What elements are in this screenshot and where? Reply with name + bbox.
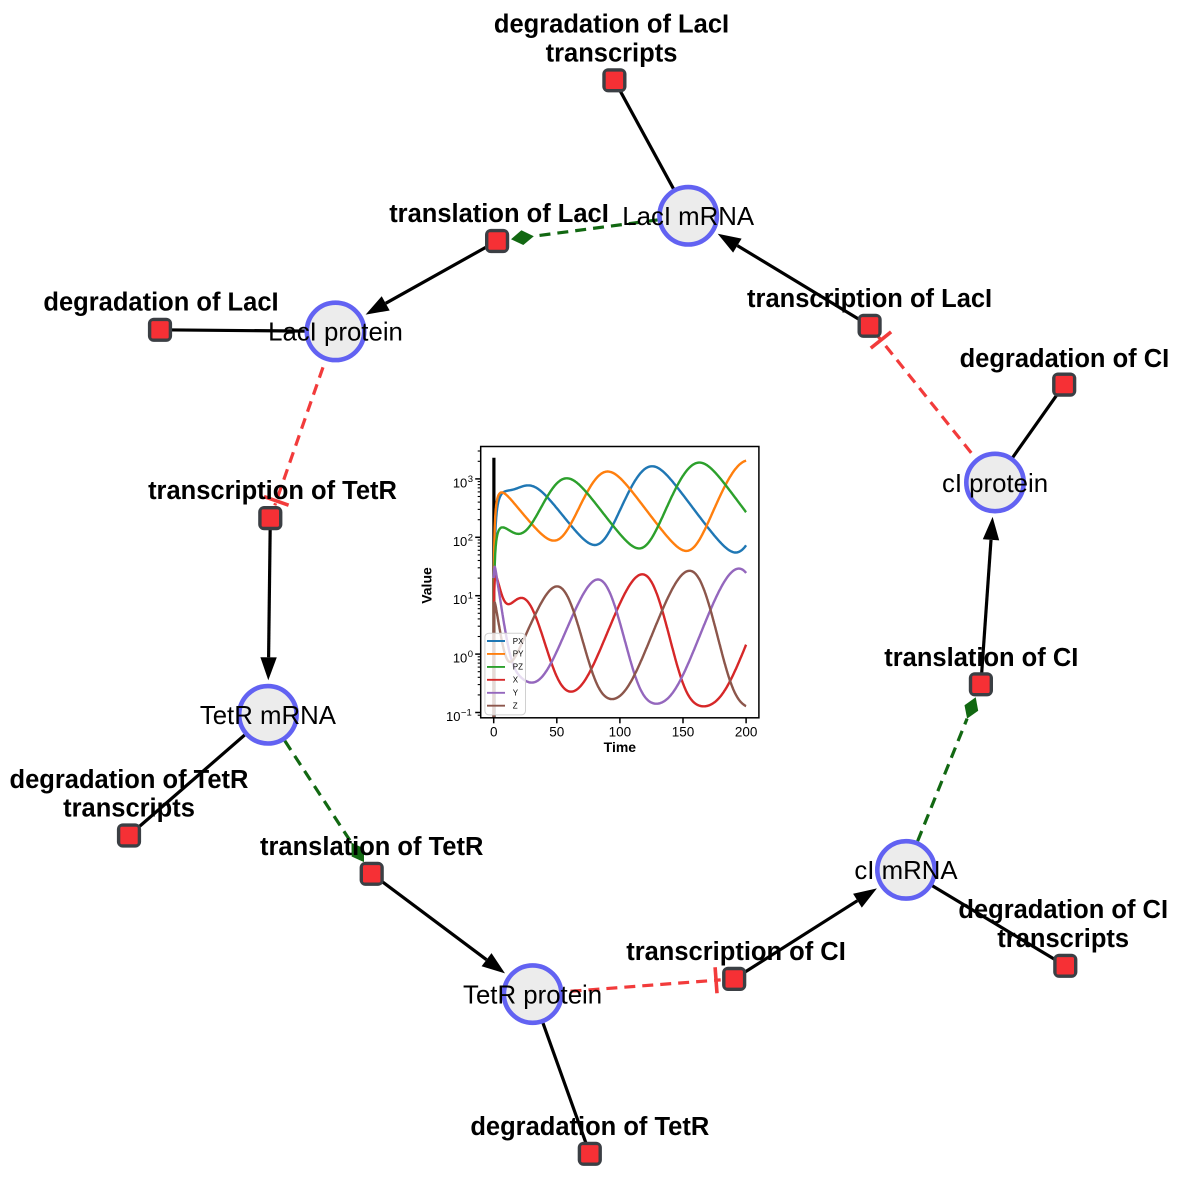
svg-text:transcripts: transcripts — [997, 925, 1129, 953]
svg-text:10: 10 — [453, 651, 467, 666]
svg-text:degradation of LacI: degradation of LacI — [43, 288, 278, 316]
svg-text:10: 10 — [453, 592, 467, 607]
svg-text:LacI protein: LacI protein — [268, 319, 403, 347]
svg-text:200: 200 — [735, 724, 758, 739]
svg-text:translation of TetR: translation of TetR — [260, 833, 483, 861]
svg-text:LacI mRNA: LacI mRNA — [622, 203, 755, 231]
svg-text:transcription of CI: transcription of CI — [626, 938, 846, 966]
svg-text:translation of CI: translation of CI — [884, 644, 1078, 672]
svg-text:transcription of LacI: transcription of LacI — [747, 285, 992, 313]
svg-text:0: 0 — [468, 649, 473, 660]
svg-text:PZ: PZ — [513, 663, 523, 672]
svg-text:0: 0 — [490, 724, 498, 739]
svg-text:degradation of TetR: degradation of TetR — [10, 766, 249, 794]
svg-text:10: 10 — [453, 475, 467, 490]
svg-text:−1: −1 — [461, 708, 472, 719]
svg-text:TetR protein: TetR protein — [463, 981, 602, 1009]
svg-text:transcripts: transcripts — [546, 39, 678, 67]
svg-text:cI protein: cI protein — [942, 470, 1048, 498]
svg-text:Z: Z — [513, 702, 518, 711]
svg-text:transcripts: transcripts — [63, 795, 195, 823]
svg-text:10: 10 — [453, 534, 467, 549]
svg-text:degradation of TetR: degradation of TetR — [470, 1113, 709, 1141]
svg-text:degradation of LacI: degradation of LacI — [494, 11, 729, 39]
svg-text:2: 2 — [468, 532, 473, 543]
svg-text:150: 150 — [672, 724, 695, 739]
svg-text:transcription of TetR: transcription of TetR — [148, 477, 397, 505]
svg-text:translation of LacI: translation of LacI — [389, 200, 609, 228]
svg-text:100: 100 — [609, 724, 632, 739]
svg-text:1: 1 — [468, 591, 473, 602]
svg-text:PY: PY — [513, 650, 524, 659]
svg-text:TetR mRNA: TetR mRNA — [200, 702, 337, 730]
svg-text:PX: PX — [513, 637, 524, 646]
svg-text:X: X — [513, 676, 519, 685]
svg-text:Value: Value — [419, 567, 435, 604]
svg-text:50: 50 — [549, 724, 564, 739]
svg-text:3: 3 — [468, 474, 473, 485]
svg-text:10: 10 — [446, 709, 460, 724]
svg-text:degradation of CI: degradation of CI — [958, 896, 1168, 924]
svg-text:Time: Time — [604, 739, 637, 755]
svg-text:cI mRNA: cI mRNA — [854, 857, 958, 885]
svg-text:degradation of CI: degradation of CI — [960, 345, 1170, 373]
svg-text:Y: Y — [513, 689, 519, 698]
